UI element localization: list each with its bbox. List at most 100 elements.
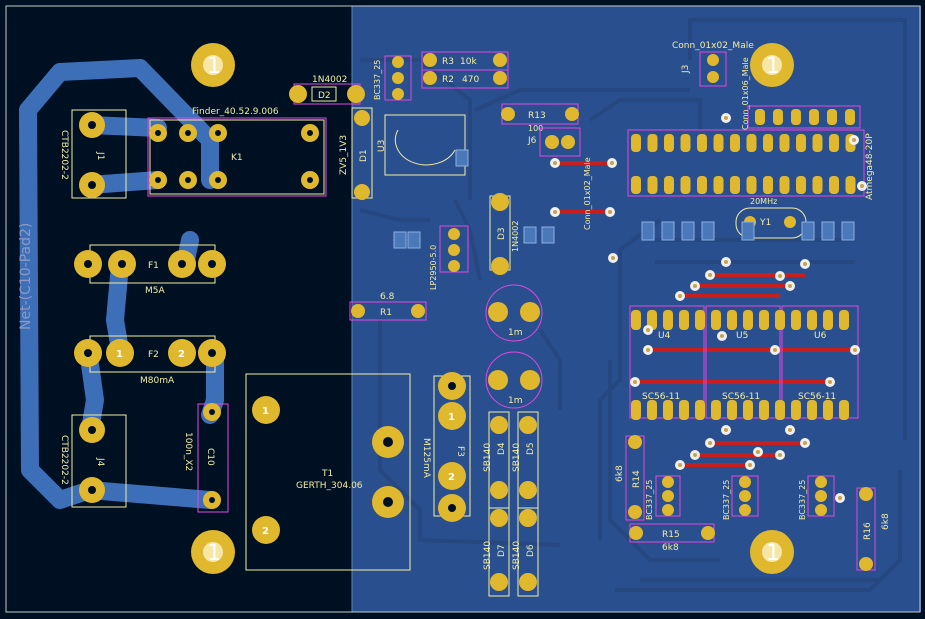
footprint-K1[interactable]: K1 Finder_40.52.9.006	[147, 107, 327, 197]
footprint-R2[interactable]: R2 470	[421, 69, 509, 89]
display-pad	[695, 400, 705, 420]
value-label: 100	[528, 124, 543, 133]
u1-pad	[680, 134, 691, 152]
pin-number: 1	[448, 412, 455, 423]
footprint-R16[interactable]: R16 6k8	[856, 487, 891, 571]
ref-label: T1	[321, 469, 333, 479]
u1-pad	[697, 134, 707, 152]
footprint-F2[interactable]: 1 2 F2 M80mA	[74, 335, 226, 386]
value-label: Atmega48-20P	[865, 133, 875, 200]
display-pad	[647, 400, 657, 420]
ref-label: F3	[455, 446, 465, 457]
footprint-T1[interactable]: 1 2 T1 GERTH_304.06	[245, 373, 411, 571]
footprint-BC337-b[interactable]: BC337_25	[722, 475, 759, 520]
footprint-J1[interactable]: J1 CTB2202-2	[59, 109, 127, 199]
u1-pad	[746, 176, 757, 194]
value-label: BC337_25	[798, 480, 807, 520]
footprint-D7[interactable]: D7 SB140	[483, 507, 510, 597]
pin-number: 1	[262, 406, 269, 417]
footprint-J5[interactable]: Conn_01x06_Male	[741, 57, 861, 130]
ref-label: D6	[526, 544, 536, 557]
footprint-D5[interactable]: D5 SB140	[512, 411, 539, 509]
footprint-cap-1m-a[interactable]: 1m	[485, 284, 543, 342]
footprint-R13[interactable]: R13 100	[501, 103, 579, 133]
smd-capacitor	[641, 221, 655, 241]
footprint-D2[interactable]: D2 1N4002	[289, 75, 365, 105]
j5-pad	[791, 109, 801, 125]
footprint-J4[interactable]: J4 CTB2202-2	[59, 414, 127, 508]
ref-label: D2	[318, 91, 331, 101]
footprint-D6[interactable]: D6 SB140	[512, 507, 539, 597]
ref-label: D4	[497, 442, 507, 455]
smd-capacitor	[741, 221, 755, 241]
pin-number: 2	[448, 472, 455, 483]
display-pad	[631, 310, 641, 330]
display-pad	[631, 400, 641, 420]
footprint-U5[interactable]: U5 SC56-11	[705, 305, 781, 419]
ref-label: R1	[380, 308, 392, 318]
value-label: BC337_25	[645, 480, 654, 520]
display-pad	[727, 400, 737, 420]
j5-pad	[773, 109, 783, 125]
footprint-F3[interactable]: 1 2 F3 M125mA	[421, 372, 471, 522]
u1-pad	[812, 134, 823, 152]
value-label: 1m	[508, 396, 523, 406]
ref-label: U6	[814, 331, 827, 341]
u1-pad	[730, 176, 740, 194]
footprint-J3[interactable]: Conn_01x02_Male J3	[672, 41, 754, 87]
display-pad	[711, 400, 721, 420]
footprint-F1[interactable]: F1 M5A	[74, 244, 226, 296]
footprint-BC337-c[interactable]: BC337_25	[798, 475, 835, 520]
display-pad	[839, 310, 849, 330]
footprint-R15[interactable]: R15 6k8	[629, 523, 715, 553]
display-pad	[727, 310, 737, 330]
value-label: SC56-11	[642, 392, 680, 402]
smd-capacitor	[701, 221, 715, 241]
u1-pad	[763, 134, 773, 152]
j5-pad	[827, 109, 837, 125]
mounting-hole-label: 1	[766, 54, 780, 79]
u1-pad	[680, 176, 691, 194]
u1-pad	[812, 176, 823, 194]
ref-label: D7	[497, 544, 507, 557]
display-pad	[823, 400, 833, 420]
footprint-U2[interactable]: LP2950-5.0	[429, 225, 469, 290]
mounting-hole-label: 1	[207, 541, 221, 566]
u1-pad	[647, 134, 658, 152]
footprint-J6[interactable]: J6 Conn_01x02_Male	[527, 127, 592, 230]
value-label: 6k8	[615, 465, 625, 482]
u1-pad	[713, 134, 724, 152]
footprint-C10[interactable]: C10 100n_X2	[183, 403, 229, 513]
ref-label: D5	[526, 442, 536, 455]
value-label: M80mA	[140, 376, 175, 386]
value-label: M5A	[145, 286, 165, 296]
u1-pad	[713, 176, 724, 194]
footprint-Q1[interactable]: BC337_25	[373, 55, 412, 101]
display-pad	[679, 400, 689, 420]
footprint-U3[interactable]: U3	[377, 114, 466, 176]
value-label: 1N4002	[511, 221, 520, 252]
ref-label: K1	[231, 153, 243, 163]
value-label: 6.8	[380, 292, 395, 302]
footprint-D3[interactable]: D3 1N4002	[489, 193, 520, 275]
footprint-D1[interactable]: D1 ZV5_1V3	[339, 107, 373, 200]
ref-label: D1	[359, 149, 369, 162]
pin-number: 2	[262, 526, 269, 537]
footprint-U1[interactable]: Atmega48-20P	[627, 129, 875, 200]
copper-zone-front	[352, 6, 921, 612]
u1-pad	[763, 176, 773, 194]
ref-label: J6	[527, 136, 537, 146]
smd-capacitor	[821, 221, 835, 241]
display-pad	[711, 310, 721, 330]
footprint-BC337-a[interactable]: BC337_25	[645, 475, 681, 520]
value-label: 100n_X2	[183, 432, 193, 471]
value-label: GERTH_304.06	[296, 481, 363, 491]
u1-pad	[730, 134, 740, 152]
value-label: SC56-11	[722, 392, 760, 402]
footprint-R14[interactable]: R14 6k8	[615, 435, 645, 521]
footprint-cap-1m-b[interactable]: 1m	[485, 351, 543, 409]
footprint-U6[interactable]: U6 SC56-11	[781, 305, 859, 419]
footprint-R1[interactable]: R1 6.8	[349, 292, 427, 321]
